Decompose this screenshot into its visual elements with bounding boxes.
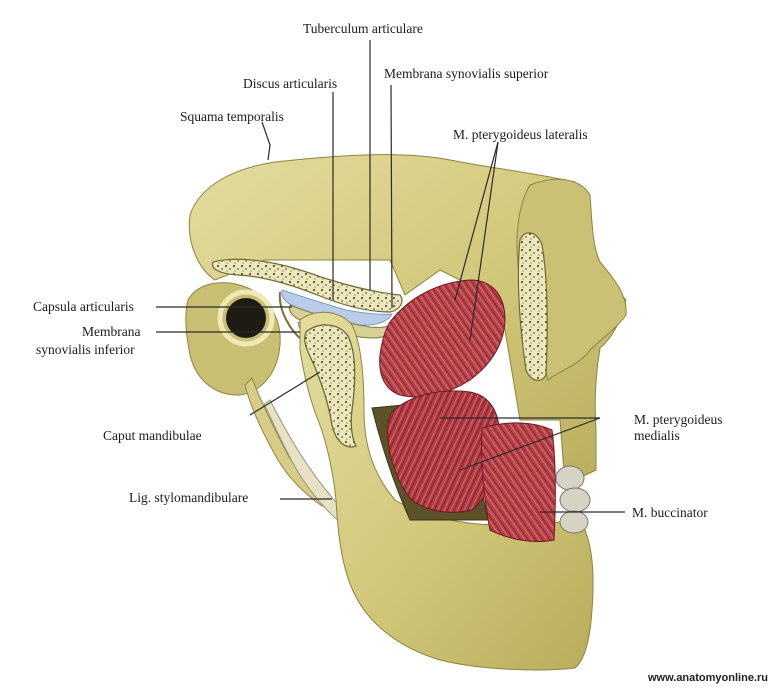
buccinator-muscle (480, 422, 556, 543)
meatus-rim (217, 289, 275, 347)
label-membrana-synovialis-inferior-line2: synovialis inferior (36, 342, 135, 357)
molar-teeth (555, 465, 591, 534)
maxilla-section (517, 232, 548, 382)
label-caput-mandibulae: Caput mandibulae (103, 428, 202, 443)
label-m-pterygoideus-lateralis: M. pterygoideus lateralis (453, 127, 588, 142)
lateral-pterygoid-muscle (379, 279, 506, 398)
external-acoustic-meatus (226, 298, 266, 338)
label-membrana-synovialis-inferior-line1: Membrana (82, 324, 141, 339)
glenoid-section (211, 258, 403, 313)
styloid-process (244, 377, 331, 507)
label-m-pterygoideus-medialis-line1: M. pterygoideus (634, 412, 723, 427)
label-lig-stylomandibulare: Lig. stylomandibulare (129, 490, 249, 505)
mandibular-condyle-section (304, 324, 357, 448)
label-m-pterygoideus-medialis-line2: medialis (634, 428, 680, 443)
medial-pterygoid-muscle (387, 390, 501, 513)
label-membrana-synovialis-superior: Membrana synovialis superior (384, 66, 549, 81)
label-squama-temporalis: Squama temporalis (180, 109, 284, 124)
leader-lines (156, 40, 625, 513)
label-tuberculum-articulare: Tuberculum articulare (303, 21, 423, 36)
label-discus-articularis: Discus articularis (243, 76, 338, 91)
label-m-buccinator: M. buccinator (632, 505, 708, 520)
label-capsula-articularis: Capsula articularis (33, 299, 134, 314)
watermark-url: www.anatomyonline.ru (648, 672, 768, 684)
mandible (299, 311, 594, 671)
